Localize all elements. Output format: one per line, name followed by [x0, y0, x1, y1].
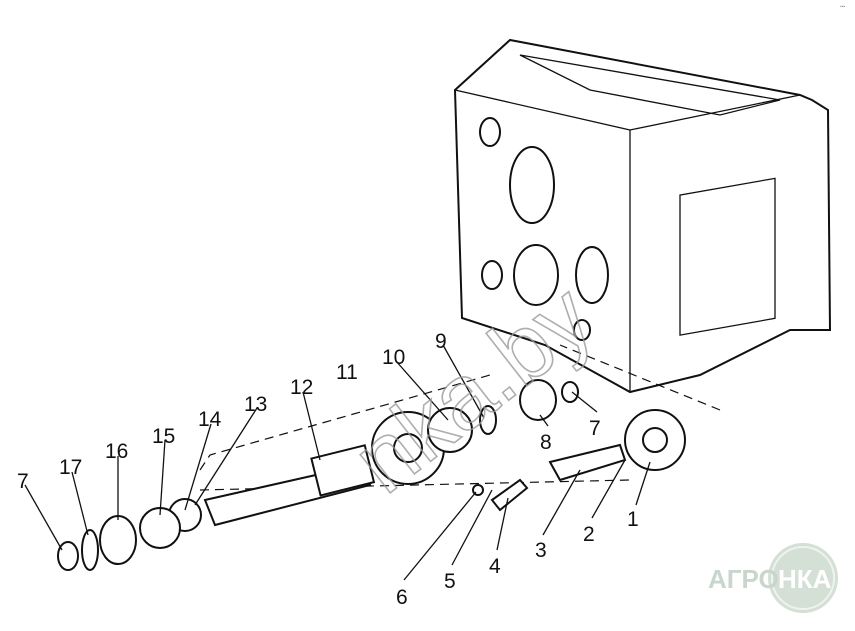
bearing-16 — [99, 515, 137, 565]
callout-16: 16 — [105, 440, 128, 463]
callout-17: 17 — [59, 456, 82, 479]
agronka-logo: АГРО НКА — [708, 543, 838, 613]
leader-lines — [24, 344, 651, 581]
callout-8: 8 — [540, 431, 552, 454]
input-shaft — [203, 444, 376, 527]
circlip-7 — [561, 381, 579, 403]
callout-7-left: 7 — [17, 470, 29, 493]
callout-3: 3 — [535, 539, 547, 562]
logo-text-right: НКА — [778, 564, 832, 594]
ring-7 — [57, 541, 79, 571]
callout-7-right: 7 — [589, 417, 601, 440]
bearing-8 — [519, 379, 557, 421]
callout-1: 1 — [627, 508, 639, 531]
gearbox-housing — [453, 38, 832, 394]
circlip-17 — [81, 529, 99, 571]
callout-6: 6 — [396, 586, 408, 609]
callout-4: 4 — [489, 555, 501, 578]
callout-13: 13 — [244, 393, 267, 416]
callout-12: 12 — [290, 376, 313, 399]
callout-5: 5 — [444, 570, 456, 593]
callout-9: 9 — [435, 330, 447, 353]
callout-2: 2 — [583, 523, 595, 546]
corner-mark: ▪▪▪ — [840, 4, 846, 10]
gear-small — [427, 407, 473, 453]
logo-text-left: АГРО — [708, 564, 779, 594]
circlip-9 — [479, 405, 497, 435]
callout-10: 10 — [382, 346, 405, 369]
callout-15: 15 — [152, 425, 175, 448]
callout-11: 11 — [336, 361, 358, 384]
shaft-3 — [548, 443, 627, 482]
plate-4 — [490, 478, 529, 512]
callout-14: 14 — [198, 408, 222, 431]
